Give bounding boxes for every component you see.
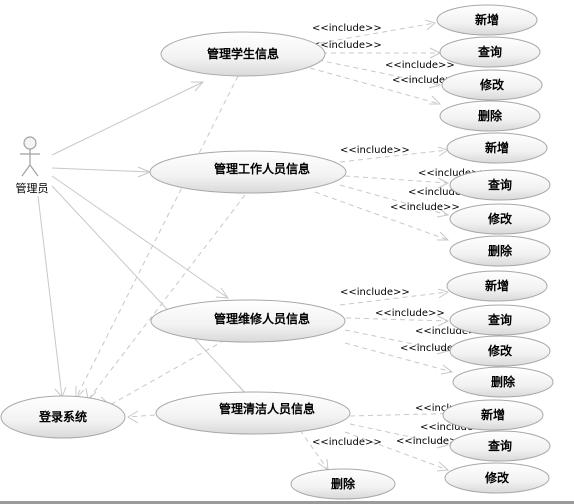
use-case-label: 查询 — [487, 312, 512, 327]
assoc-login — [37, 195, 63, 398]
use-case-clean-query[interactable]: 查询 — [449, 430, 551, 462]
use-case-label: 新增 — [485, 278, 509, 293]
include-staff: <<include>> <<include>> <<include>> <<in… — [314, 145, 488, 241]
use-case-repair-delete[interactable]: 删除 — [452, 366, 554, 398]
assoc-clean — [51, 185, 249, 397]
include-label: <<include>> — [392, 75, 462, 86]
assoc-staff — [51, 167, 151, 173]
use-case-student-add[interactable]: 新增 — [436, 4, 538, 36]
use-case-clean-delete[interactable]: 删除 — [290, 468, 396, 500]
include-label: <<include>> — [396, 436, 466, 447]
include-label: <<include>> — [312, 23, 382, 34]
include-label: <<include>> — [312, 437, 382, 448]
use-case-staff-add[interactable]: 新增 — [446, 132, 548, 164]
actor-right-leg — [29, 164, 39, 177]
use-case-repair-edit[interactable]: 修改 — [449, 335, 551, 367]
assoc-student — [51, 81, 204, 156]
use-case-label: 查询 — [487, 438, 512, 453]
use-case-student-edit[interactable]: 修改 — [441, 69, 543, 101]
use-case-label: 新增 — [481, 407, 505, 422]
use-case-label: 新增 — [485, 140, 509, 155]
use-case-staff-delete[interactable]: 删除 — [449, 235, 551, 267]
bottom-border — [0, 501, 574, 504]
use-case-label: 新增 — [475, 12, 499, 27]
use-case-label: 登录系统 — [38, 409, 87, 424]
use-case-staff-query[interactable]: 查询 — [449, 169, 551, 201]
use-case-label: 修改 — [487, 211, 513, 226]
use-case-label: 查询 — [477, 44, 502, 59]
include-repair: <<include>> <<include>> <<include>> <<in… — [339, 287, 485, 375]
use-case-label: 删除 — [478, 108, 503, 123]
include-label: <<include>> — [415, 326, 485, 337]
use-case-manage-student[interactable]: 管理学生信息 — [160, 31, 326, 77]
use-case-repair-add[interactable]: 新增 — [446, 270, 548, 302]
include-label: <<include>> — [390, 202, 460, 213]
use-case-login[interactable]: 登录系统 — [0, 395, 126, 439]
include-label: <<include>> — [340, 145, 410, 156]
actor-left-leg — [21, 164, 31, 177]
use-case-student-delete[interactable]: 删除 — [439, 100, 541, 132]
include-label: <<include>> — [375, 308, 445, 319]
include-label: <<include>> — [312, 40, 382, 51]
use-case-label: 管理维修人员信息 — [214, 311, 310, 326]
include-label: <<include>> — [418, 168, 488, 179]
use-case-label: 管理工作人员信息 — [214, 161, 310, 176]
include-label: <<include>> — [408, 187, 478, 198]
use-case-manage-staff[interactable]: 管理工作人员信息 — [149, 150, 347, 194]
actor-head — [23, 136, 37, 150]
use-case-label: 修改 — [479, 77, 505, 92]
use-case-label: 删除 — [491, 374, 516, 389]
use-case-label: 修改 — [487, 343, 513, 358]
include-student: <<include>> <<include>> <<include>> <<in… — [309, 19, 462, 105]
include-label: <<include>> — [420, 422, 490, 433]
use-case-label: 删除 — [331, 476, 356, 491]
use-case-repair-query[interactable]: 查询 — [449, 304, 551, 336]
actor-administrator[interactable]: 管理员 — [16, 136, 49, 195]
use-case-manage-repair[interactable]: 管理维修人员信息 — [150, 299, 346, 343]
use-case-staff-edit[interactable]: 修改 — [449, 203, 551, 235]
use-case-clean-add[interactable]: 新增 — [442, 399, 544, 431]
use-case-label: 管理学生信息 — [207, 46, 279, 61]
assoc-arrowheads — [54, 81, 250, 398]
use-case-label: 修改 — [484, 470, 510, 485]
include-label: <<include>> — [340, 287, 410, 298]
use-case-label: 删除 — [488, 243, 513, 258]
use-case-label: 查询 — [487, 177, 512, 192]
login-dependencies — [75, 75, 246, 424]
use-case-manage-clean[interactable]: 管理清洁人员信息 — [155, 391, 351, 435]
use-case-clean-edit[interactable]: 修改 — [444, 462, 550, 494]
actor-label: 管理员 — [16, 181, 49, 195]
include-label: <<include>> — [385, 60, 455, 71]
include-label: <<include>> — [400, 343, 470, 354]
use-case-student-query[interactable]: 查询 — [439, 36, 541, 68]
associations — [37, 81, 250, 398]
assoc-repair — [51, 175, 229, 299]
use-case-label: 管理清洁人员信息 — [219, 401, 315, 416]
